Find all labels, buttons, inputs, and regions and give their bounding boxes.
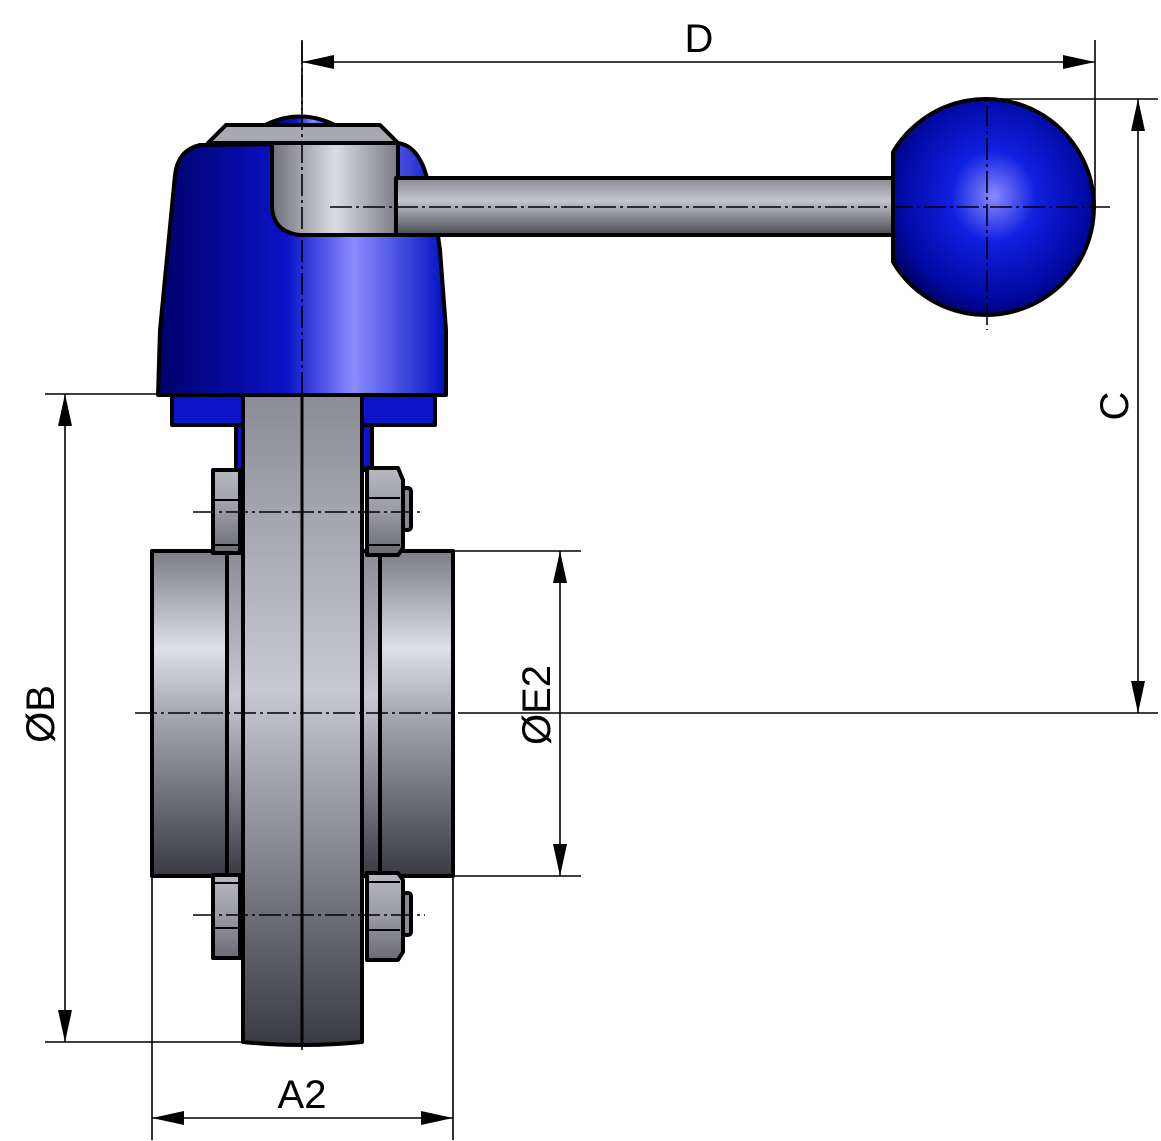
center-lines [135, 42, 1110, 1050]
dimension-d: D [301, 17, 1096, 210]
dimension-c: C [460, 98, 1158, 714]
dimension-label-c: C [1093, 392, 1137, 421]
dimension-label-d: D [685, 17, 714, 61]
dimension-a2: A2 [151, 876, 454, 1140]
dimension-label-e2: ØE2 [515, 665, 559, 745]
dimension-label-a2: A2 [278, 1073, 327, 1117]
dimension-b: ØB [19, 393, 246, 1043]
lower-bolt [211, 871, 413, 962]
dimension-e2: ØE2 [453, 550, 581, 877]
dimension-label-b: ØB [19, 685, 63, 743]
